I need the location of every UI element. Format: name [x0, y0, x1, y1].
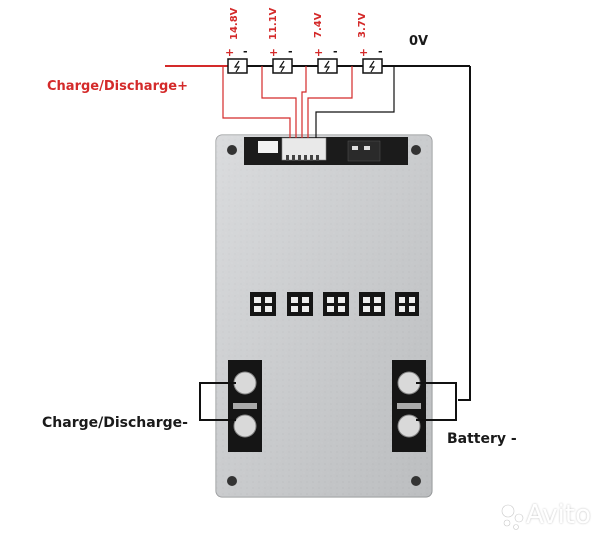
- voltage-label-7-4: 7.4V: [313, 12, 324, 38]
- minus-sign: -: [243, 45, 248, 58]
- charge-minus-loop: [199, 382, 236, 421]
- charge-discharge-pads: [228, 360, 262, 452]
- plus-sign: +: [314, 46, 324, 59]
- battery-pads: [392, 360, 426, 452]
- cell-chain: [165, 65, 471, 401]
- battery-minus-loop: [416, 382, 457, 421]
- battery-cell-icon: [272, 58, 293, 74]
- battery-minus-label: Battery -: [447, 431, 517, 447]
- charge-discharge-minus-label: Charge/Discharge-: [42, 415, 188, 431]
- mounting-hole: [411, 476, 421, 486]
- mounting-hole: [227, 476, 237, 486]
- mosfet-icon: [250, 292, 276, 316]
- mounting-hole: [411, 145, 421, 155]
- battery-cell-icon: [362, 58, 383, 74]
- battery-minus-wire: [458, 66, 471, 401]
- mosfet-icon: [323, 292, 349, 316]
- battery-cell-icon: [227, 58, 248, 74]
- minus-sign: -: [333, 45, 338, 58]
- mosfet-icon: [395, 292, 419, 316]
- minus-sign: -: [288, 45, 293, 58]
- charge-discharge-plus-label: Charge/Discharge+: [47, 79, 188, 94]
- plus-sign: +: [225, 46, 235, 59]
- battery-cell-icon: [317, 58, 338, 74]
- voltage-label-11-1: 11.1V: [268, 7, 279, 40]
- avito-logo-icon: [501, 504, 524, 530]
- mosfet-icon: [359, 292, 385, 316]
- avito-watermark: Avito: [526, 500, 591, 530]
- voltage-label-14-8: 14.8V: [229, 7, 240, 40]
- mounting-hole: [227, 145, 237, 155]
- plus-sign: +: [359, 46, 369, 59]
- plus-sign: +: [269, 46, 279, 59]
- balance-wires: [222, 66, 395, 138]
- mosfet-row: [250, 292, 419, 316]
- zero-v-label: 0V: [409, 34, 429, 49]
- minus-sign: -: [378, 45, 383, 58]
- voltage-label-3-7: 3.7V: [357, 12, 368, 38]
- mosfet-icon: [287, 292, 313, 316]
